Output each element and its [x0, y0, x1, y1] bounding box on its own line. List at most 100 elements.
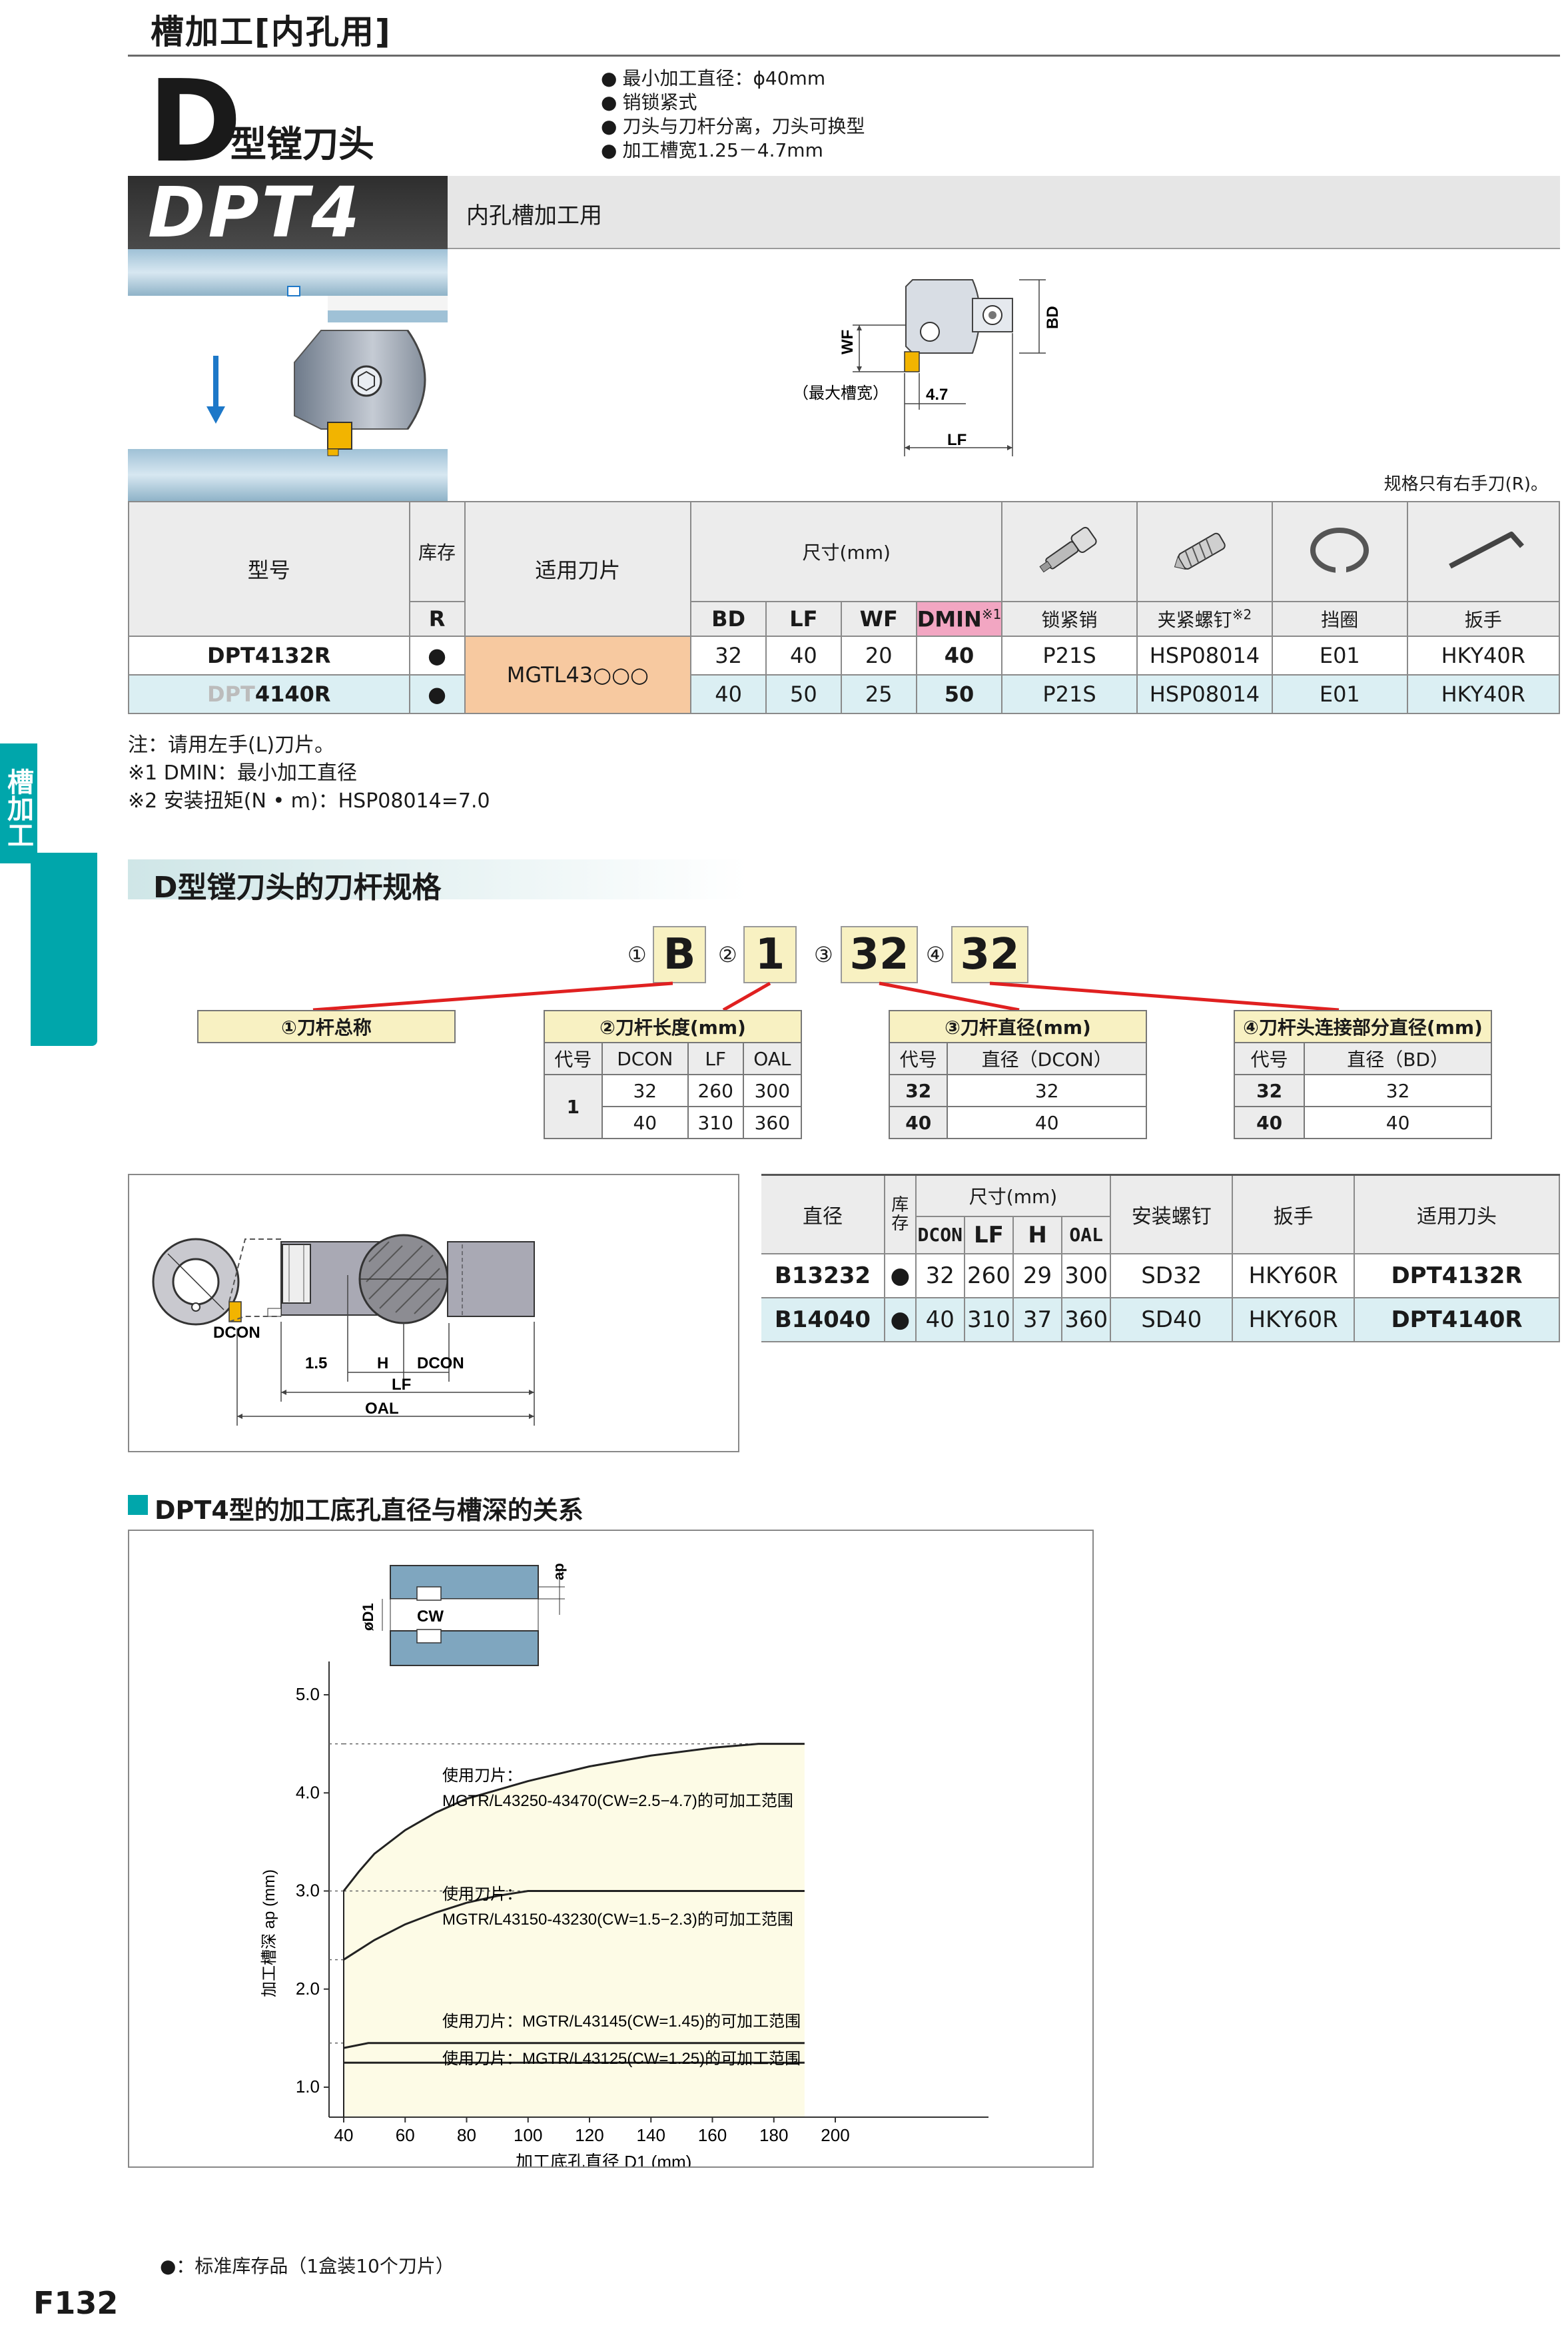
head-connection-table: ④刀杆头连接部分直径(mm) 代号 直径（BD） 32 32 40 40: [1233, 1010, 1492, 1139]
feature-list: 最小加工直径：ϕ40mm 销锁紧式 刀头与刀杆分离，刀头可换型 加工槽宽1.25…: [601, 67, 865, 163]
graph-frame: [128, 1530, 1094, 2168]
t3-cell: 32: [947, 1074, 1147, 1107]
max-width-label: （最大槽宽）: [793, 384, 889, 402]
lf-cell: 50: [765, 674, 842, 714]
t4-cell: 32: [1304, 1074, 1492, 1107]
series-line-3: [343, 2042, 805, 2049]
x-tick-label: 180: [759, 2125, 788, 2145]
feature-item: 加工槽宽1.25－4.7mm: [601, 139, 865, 163]
sh-wrench: HKY60R: [1232, 1297, 1356, 1342]
sh-header-stock: 库存: [884, 1174, 917, 1254]
header-dmin-label: DMIN: [917, 606, 982, 632]
model-prefix: DPT: [207, 682, 255, 707]
sh-oal: 300: [1062, 1253, 1112, 1298]
t2-h3: OAL: [742, 1042, 803, 1075]
table-row: 32 32: [888, 1074, 1147, 1107]
shank-diameter-table: ③刀杆直径(mm) 代号 直径（DCON） 32 32 40 40: [888, 1010, 1147, 1139]
sh-header-oal: OAL: [1062, 1216, 1112, 1254]
series-line-1: [342, 1743, 805, 1892]
x-tick-label: 60: [396, 2125, 415, 2145]
lf-cell: 40: [765, 636, 842, 676]
t2-code: 1: [544, 1074, 603, 1139]
t3-h0: 代号: [888, 1042, 949, 1075]
application-band: [448, 176, 1560, 249]
header-model: 型号: [128, 501, 410, 637]
t3-code: 40: [888, 1106, 949, 1139]
code-box-head-diameter: 32: [951, 926, 1028, 983]
table-row: B13232 ● 32 260 29 300 SD32 HKY60R DPT41…: [761, 1253, 1560, 1298]
clamp-screw-icon: [1174, 532, 1226, 570]
code-num: ①: [627, 942, 647, 967]
sh-header-dcon: DCON: [915, 1216, 965, 1254]
annotation: 使用刀片：: [442, 1767, 522, 1785]
annotation: MGTR/L43250-43470(CW=2.5−4.7)的可加工范围: [442, 1792, 793, 1810]
y-tick-label: 1.0: [296, 2077, 320, 2097]
screw-cell: HSP08014: [1136, 674, 1274, 714]
code-box-b: B: [653, 926, 706, 983]
shank-drawing: DCON 1.5 H DCON LF OAL: [152, 1234, 535, 1426]
sh-header-lf: LF: [964, 1216, 1014, 1254]
sh-header-wrench: 扳手: [1232, 1174, 1356, 1254]
x-tick-label: 40: [334, 2125, 354, 2145]
sh-screw: SD40: [1110, 1297, 1234, 1342]
dimension-drawing: WF BD 4.7 （最大槽宽） LF: [793, 279, 1062, 456]
sh-header-dia: 直径: [761, 1174, 885, 1254]
code-num: ②: [718, 942, 737, 967]
code-box-diameter: 32: [841, 926, 918, 983]
model-cell: DPT4140R: [128, 674, 410, 714]
inset-cw-label: CW: [417, 1608, 444, 1626]
t2-title: ②刀杆长度(mm): [544, 1010, 802, 1043]
sh-header-screw: 安装螺钉: [1110, 1174, 1234, 1254]
code-num: ③: [814, 942, 833, 967]
y-tick-label: 3.0: [296, 1881, 320, 1901]
t2-cell: 32: [601, 1074, 689, 1107]
note-item: ※1 DMIN：最小加工直径: [128, 761, 358, 785]
dim-1-5: 1.5: [305, 1354, 327, 1372]
x-tick-label: 140: [637, 2125, 665, 2145]
clamp-screw-image: [1136, 501, 1274, 602]
wrench-cell: HKY40R: [1406, 636, 1561, 676]
y-tick-label: 2.0: [296, 1979, 320, 1999]
graph-heading: DPT4型的加工底孔直径与槽深的关系: [155, 1496, 584, 1525]
header-bd: BD: [690, 601, 767, 637]
clamp-pin-icon: [1038, 526, 1097, 573]
header-wf: WF: [840, 601, 917, 637]
right-hand-note: 规格只有右手刀(R)。: [1383, 474, 1548, 494]
annotation: 使用刀片：MGTR/L43145(CW=1.45)的可加工范围: [442, 2013, 801, 2031]
series-name: DPT4: [148, 172, 362, 253]
clamp-pin-image: [1001, 501, 1138, 602]
shank-spec-title: D型镗刀头的刀杆规格: [153, 871, 442, 905]
header-rule: [128, 55, 1560, 57]
feature-item: 最小加工直径：ϕ40mm: [601, 67, 865, 91]
section-title: 槽加工[内孔用]: [151, 13, 392, 51]
header-insert: 适用刀片: [464, 501, 692, 637]
sh-screw: SD32: [1110, 1253, 1234, 1298]
x-axis-label: 加工底孔直径 D1 (mm): [516, 2152, 691, 2166]
pin-cell: P21S: [1001, 636, 1138, 676]
table-row: DPT4132R ● MGTL43○○○ 32 40 20 40 P21S HS…: [128, 636, 1561, 714]
sh-h: 37: [1012, 1297, 1063, 1342]
shank-length-table: ②刀杆长度(mm) 代号 DCON LF OAL 1 32 260 300 40…: [544, 1010, 803, 1139]
table-row: DPT4140R ● 40 50 25 50 P21S HSP08014 E01…: [128, 674, 1561, 714]
header-clamp-screw-note: ※2: [1232, 606, 1252, 623]
sh-lf: 260: [964, 1253, 1014, 1298]
t4-title: ④刀杆头连接部分直径(mm): [1234, 1010, 1492, 1043]
t2-cell: 310: [687, 1106, 744, 1139]
x-tick-label: 80: [457, 2125, 476, 2145]
t2-h1: DCON: [601, 1042, 689, 1075]
t3-title: ③刀杆直径(mm): [889, 1010, 1147, 1043]
code-num: ④: [926, 942, 945, 967]
screw-cell: HSP08014: [1136, 636, 1274, 676]
header-wrench: 扳手: [1406, 601, 1561, 637]
shank-drawing-frame: [128, 1174, 739, 1452]
header-dmin-note: ※1: [981, 606, 1002, 622]
side-tab[interactable]: 槽加工: [0, 743, 37, 863]
t3-h1: 直径（DCON）: [947, 1042, 1147, 1075]
x-tick-label: 120: [575, 2125, 603, 2145]
oal-label: OAL: [365, 1400, 399, 1418]
application-text: 内孔槽加工用: [466, 203, 602, 229]
ring-image: [1272, 501, 1408, 602]
sh-head: DPT4132R: [1354, 1253, 1560, 1298]
dmin-cell: 40: [915, 636, 1003, 676]
max-width-value: 4.7: [926, 386, 948, 404]
